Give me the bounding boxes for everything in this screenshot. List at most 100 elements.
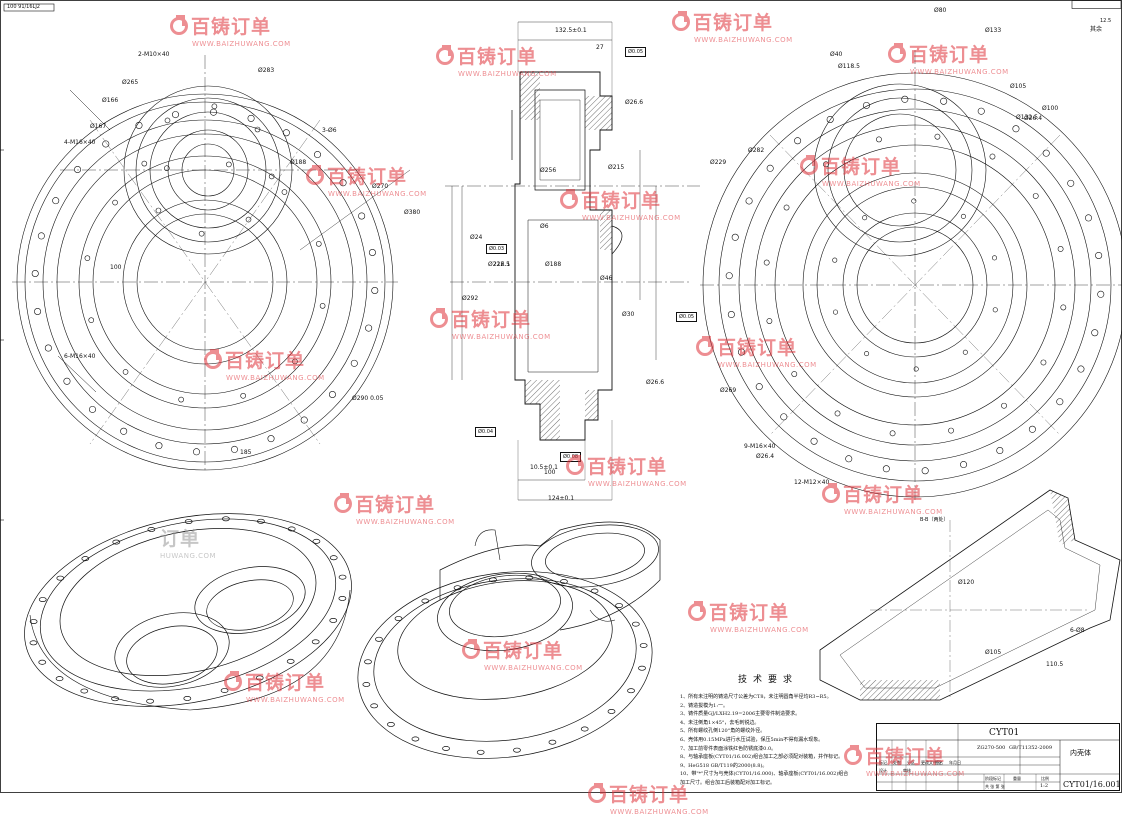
bolt-hole [312, 538, 321, 544]
technical-requirements: 技术要求 1、所有未注明的铸造尺寸公差为CT8，未注明圆角半径均R3~R5。 2、… [680, 672, 870, 788]
bolt-hole [1077, 365, 1085, 373]
bolt-hole [31, 270, 39, 278]
bolt-hole [209, 108, 217, 116]
bolt-hole [639, 643, 648, 648]
requirement-line: 5、所有螺纹孔倒120°角的螺纹外径。 [680, 728, 766, 735]
bolt-hole [183, 695, 192, 701]
requirement-line: 2、铸造拔模为1:一。 [680, 702, 729, 709]
bolt-hole [375, 636, 383, 642]
bolt-hole [862, 215, 868, 221]
bolt-hole [338, 596, 347, 601]
bolt-hole [476, 749, 485, 755]
title-block-label: 审核 [903, 768, 911, 773]
bolt-hole [548, 739, 557, 745]
bolt-hole [794, 137, 802, 145]
bolt-hole [292, 358, 298, 365]
requirement-line: 1、所有未注明的铸造尺寸公差为CT8，未注明圆角半径均R3~R5。 [680, 694, 832, 700]
bolt-hole [268, 173, 275, 180]
watermark-url: WWW.BAIZHUWANG.COM [610, 808, 709, 816]
bolt-hole [1028, 425, 1036, 433]
dimension-label: Ø6 [540, 223, 549, 230]
requirement-line: 4、未注倒角1×45°，去毛刺锐边。 [680, 719, 760, 726]
bolt-hole [826, 115, 834, 123]
bolt-hole [901, 95, 909, 103]
dimension-label: Ø283 [258, 67, 275, 74]
dimension-label: Ø118.5 [838, 63, 860, 70]
dimension-label: Ø215 [608, 164, 625, 171]
drawing-number: CYT01/16.001 [1063, 780, 1121, 789]
bolt-hole [362, 682, 371, 687]
bolt-hole [763, 259, 770, 266]
dimension-label: 100 [110, 264, 122, 271]
bolt-hole [1095, 251, 1103, 259]
bolt-hole [141, 160, 148, 167]
bolt-hole [350, 359, 358, 367]
bolt-hole [311, 639, 320, 645]
bolt-hole [314, 151, 322, 159]
dimension-label: Ø40 [830, 51, 843, 58]
dimension-label: Ø0.04 [475, 427, 497, 437]
bolt-hole [365, 324, 373, 332]
dimension-label: Ø120 [958, 579, 975, 586]
front-view [12, 55, 411, 471]
dimension-label: Ø0.05 [625, 47, 647, 57]
bolt-hole [147, 527, 156, 532]
dimension-label: Ø105 [1010, 83, 1027, 90]
bolt-hole [172, 111, 180, 119]
dimension-label: Ø133 [985, 27, 1002, 34]
bolt-hole [1040, 359, 1047, 366]
bolt-hole [727, 311, 735, 319]
title-block-label: 处数 [893, 760, 901, 765]
requirement-line: 6、壳体用0.15MPa进行水压试验，保压5min不得有漏水现象。 [680, 736, 824, 743]
bolt-hole [783, 204, 790, 211]
dimension-label: Ø30 [622, 311, 635, 318]
bolt-hole [315, 241, 322, 247]
bolt-hole [339, 179, 347, 187]
dimension-label: Ø26.4 [1024, 115, 1043, 122]
bolt-hole [56, 575, 65, 581]
bolt-hole [948, 427, 954, 434]
title-block-label: 更改文件号 [921, 760, 941, 765]
bolt-hole [615, 603, 623, 608]
dimension-label: 110.5 [1046, 661, 1064, 668]
bolt-hole [29, 640, 38, 646]
bolt-hole [52, 197, 60, 205]
bolt-hole [370, 703, 379, 709]
bolt-hole [164, 117, 171, 124]
dimension-label: Ø167 [90, 123, 107, 130]
bolt-hole [453, 585, 462, 591]
dimension-label: Ø0.08 [560, 452, 582, 462]
notes-title: 技术要求 [738, 675, 799, 685]
section-label: B-B（两处） [920, 517, 949, 523]
requirement-line: 8、与轴承座板(CYT01/16.002)组合加工之部必须配对装箱，并作标记。 [680, 754, 844, 761]
bolt-hole [1042, 149, 1050, 157]
material: ZG270-500 [977, 745, 1006, 751]
dimension-label: Ø46 [600, 275, 613, 282]
detail-section [819, 489, 1121, 701]
bolt-hole [255, 675, 264, 681]
title-block-label: 标记 [879, 760, 887, 765]
bolt-hole [81, 556, 90, 562]
dimension-label: Ø26.6 [646, 379, 665, 386]
dimension-label: Ø0.05 [676, 312, 698, 322]
bolt-hole [63, 377, 71, 385]
bolt-hole [38, 659, 47, 665]
dimension-label: Ø222.5 [488, 261, 510, 268]
bolt-hole [257, 518, 265, 524]
bolt-hole [1056, 398, 1064, 406]
dimension-label: Ø270 [372, 183, 389, 190]
dimension-label: 124±0.1 [548, 495, 575, 502]
bolt-hole [1060, 304, 1067, 311]
bolt-hole [329, 618, 338, 623]
bolt-hole [780, 413, 788, 421]
dimension-label: 9-M16×40 [744, 443, 776, 450]
bolt-hole [102, 140, 110, 148]
bolt-hole [882, 465, 890, 473]
bolt-hole [627, 688, 635, 694]
dimension-label: Ø229 [710, 159, 727, 166]
bolt-hole [889, 430, 896, 437]
bolt-hole [267, 435, 275, 443]
bolt-hole [832, 257, 838, 263]
isometric-left [24, 513, 352, 711]
dimension-label: 100 [544, 469, 556, 476]
